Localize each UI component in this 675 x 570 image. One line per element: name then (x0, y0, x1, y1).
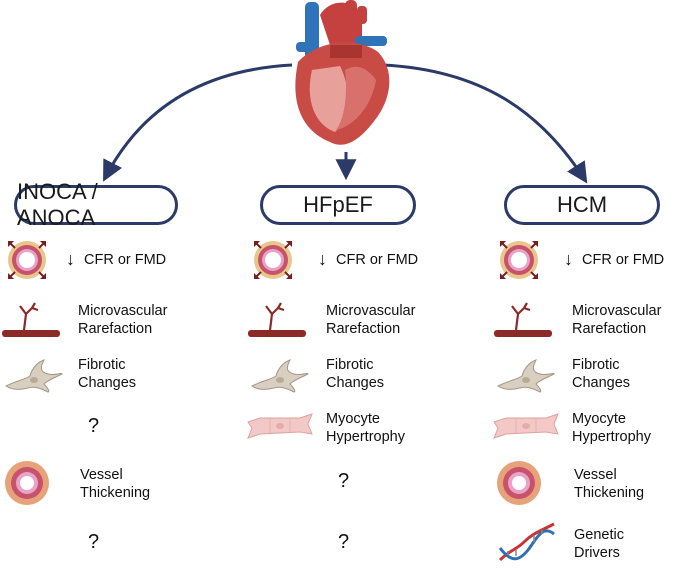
vessel-dilation-icon (8, 241, 46, 279)
unknown-mark: ? (338, 531, 350, 553)
heart-icon (295, 0, 390, 145)
column-hcm: ↓ CFR or FMD Microvascular Rarefaction F… (492, 0, 675, 570)
myocyte-label-1: Myocyte (326, 411, 380, 427)
fibroblast-icon (497, 359, 555, 393)
category-label: INOCA / ANOCA (17, 179, 98, 230)
micro-label-2: Rarefaction (572, 321, 647, 337)
myocyte-label-2: Hypertrophy (572, 429, 651, 445)
fibroblast-icon (251, 359, 309, 393)
decrease-arrow-icon: ↓ (564, 249, 573, 269)
unknown-mark: ? (338, 470, 350, 492)
category-label: HFpEF (303, 192, 373, 217)
genetic-label-1: Genetic (574, 527, 624, 543)
category-inoca-anoca: INOCA / ANOCA (14, 179, 178, 230)
arrow-right (382, 63, 588, 184)
vessel-branch-icon (248, 302, 306, 337)
cfr-label: CFR or FMD (582, 252, 665, 268)
decrease-arrow-icon: ↓ (66, 249, 75, 269)
micro-label-2: Rarefaction (326, 321, 401, 337)
cfr-label: CFR or FMD (84, 252, 167, 268)
genetic-label-2: Drivers (574, 545, 620, 561)
vessel-label-2: Thickening (80, 485, 151, 501)
fibrotic-label-2: Changes (326, 375, 385, 391)
vessel-cross-section-icon (497, 461, 541, 505)
category-hcm: HCM (504, 185, 660, 225)
fibrotic-label-1: Fibrotic (78, 357, 126, 373)
vessel-label-1: Vessel (80, 467, 123, 483)
fibrotic-label-1: Fibrotic (572, 357, 620, 373)
vessel-dilation-icon (254, 241, 292, 279)
vessel-label-2: Thickening (574, 485, 645, 501)
micro-label-1: Microvascular (326, 303, 416, 319)
fibrotic-label-2: Changes (78, 375, 137, 391)
micro-label-1: Microvascular (78, 303, 168, 319)
vessel-cross-section-icon (5, 461, 49, 505)
myocyte-label-2: Hypertrophy (326, 429, 405, 445)
fibrotic-label-1: Fibrotic (326, 357, 374, 373)
column-inoca-anoca: ↓ CFR or FMD Microvascular Rarefaction F… (0, 0, 200, 570)
myocyte-label-1: Myocyte (572, 411, 626, 427)
arrow-left (103, 63, 293, 182)
vessel-dilation-icon (500, 241, 538, 279)
micro-label-1: Microvascular (572, 303, 662, 319)
vessel-branch-icon (494, 302, 552, 337)
vessel-label-1: Vessel (574, 467, 617, 483)
category-hfpef: HFpEF (260, 185, 416, 225)
cfr-label: CFR or FMD (336, 252, 419, 268)
vessel-branch-icon (2, 302, 60, 337)
unknown-mark: ? (88, 531, 100, 553)
micro-label-2: Rarefaction (78, 321, 153, 337)
fibroblast-icon (5, 359, 63, 393)
myocyte-icon (247, 413, 313, 439)
category-label: HCM (556, 192, 608, 217)
fibrotic-label-2: Changes (572, 375, 631, 391)
decrease-arrow-icon: ↓ (318, 249, 327, 269)
myocyte-icon (493, 413, 559, 439)
dna-icon (498, 522, 555, 562)
unknown-mark: ? (88, 415, 100, 437)
column-hfpef: ↓ CFR or FMD Microvascular Rarefaction F… (246, 0, 446, 570)
